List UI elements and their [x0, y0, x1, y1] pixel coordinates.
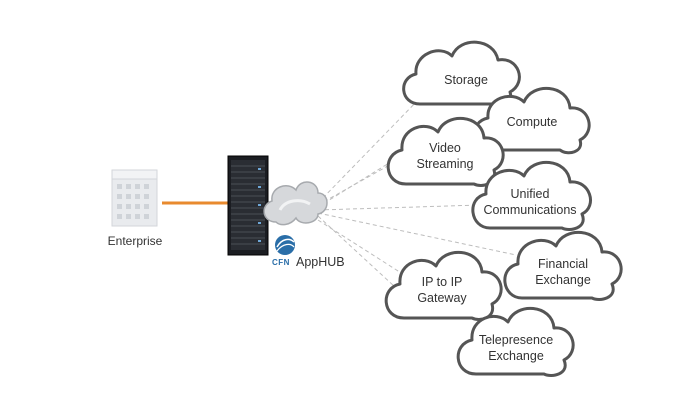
- connector-unified: [317, 204, 481, 211]
- cloud-financial-exchange: [503, 231, 623, 301]
- cloud-unified-communications: [471, 161, 592, 231]
- cloud-ip-gateway: [384, 251, 503, 321]
- service-label-telepresence-exchange: Telepresence Exchange: [478, 333, 554, 363]
- cloud-telepresence-exchange: [456, 307, 575, 377]
- connector-video: [317, 154, 403, 208]
- cloud-compute: [472, 87, 591, 155]
- cloud-video-streaming: [386, 117, 505, 187]
- service-label-financial-exchange: Financial Exchange: [535, 257, 591, 287]
- enterprise-label: Enterprise: [107, 234, 163, 248]
- connector-financial: [317, 212, 517, 256]
- service-label-video-streaming: Video Streaming: [416, 141, 474, 171]
- connector-storage: [317, 97, 421, 204]
- service-label-ip-gateway: IP to IP Gateway: [417, 275, 467, 305]
- server-rack-icon: [227, 155, 269, 256]
- service-label-compute: Compute: [506, 115, 558, 129]
- cfn-logo-icon: [275, 235, 295, 255]
- enterprise-building-icon: [111, 169, 158, 227]
- service-label-unified-communications: Unified Communications: [483, 187, 577, 217]
- cfn-logo-text: CFN: [272, 258, 290, 267]
- apphub-cloud-icon: [263, 181, 328, 226]
- service-label-storage: Storage: [444, 73, 488, 87]
- apphub-label: AppHUB: [296, 255, 345, 269]
